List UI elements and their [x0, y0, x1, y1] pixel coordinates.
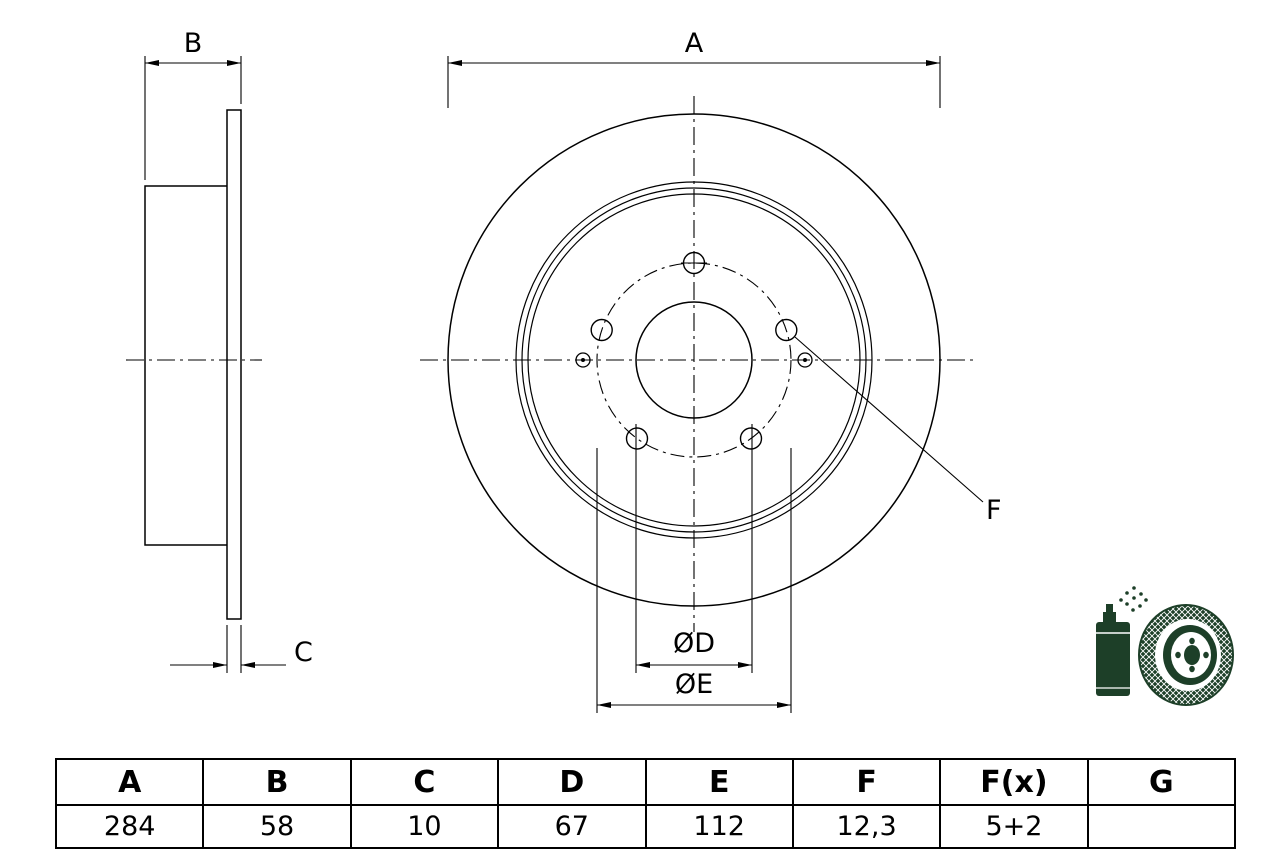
hat-section — [144, 185, 227, 546]
technical-drawing: B C — [126, 28, 1234, 713]
bolt-circle — [596, 262, 792, 458]
label-c: C — [294, 637, 313, 668]
coated-disc-icon — [1096, 586, 1234, 706]
label-b: B — [184, 28, 203, 59]
table-value-c: 10 — [349, 804, 500, 849]
dimension-b — [144, 56, 242, 180]
dimension-e — [596, 448, 792, 713]
label-e: ØE — [675, 669, 713, 700]
table-header-b: B — [202, 758, 352, 806]
table-header-row: A B C D E F F(x) G — [54, 758, 1237, 806]
table-value-row: 284 58 10 67 112 12,3 5+2 — [54, 804, 1237, 849]
label-d: ØD — [673, 628, 715, 659]
side-view — [126, 109, 262, 620]
table-header-c: C — [349, 758, 500, 806]
table-header-g: G — [1086, 758, 1237, 806]
table-header-d: D — [497, 758, 647, 806]
table-value-f: 12,3 — [791, 804, 942, 849]
f-leader-line — [794, 336, 984, 503]
table-value-e: 112 — [644, 804, 794, 849]
dimension-a — [447, 56, 941, 108]
disc-plate-section — [226, 109, 242, 620]
dimension-table: A B C D E F F(x) G 284 58 10 67 112 12,3… — [54, 758, 1237, 849]
dimension-d — [635, 424, 753, 673]
table-header-fx: F(x) — [939, 758, 1089, 806]
table-value-b: 58 — [202, 804, 352, 849]
label-f: F — [986, 495, 1002, 526]
disc-pictogram — [1138, 604, 1234, 706]
spray-particles — [1119, 586, 1148, 612]
table-value-d: 67 — [497, 804, 647, 849]
spray-can-icon — [1096, 586, 1148, 696]
table-value-a: 284 — [54, 804, 205, 849]
label-a: A — [685, 28, 704, 59]
dimension-c — [170, 625, 286, 673]
table-header-f: F — [791, 758, 942, 806]
table-value-fx: 5+2 — [939, 804, 1089, 849]
table-value-g — [1086, 804, 1237, 849]
table-header-e: E — [644, 758, 794, 806]
table-header-a: A — [54, 758, 205, 806]
